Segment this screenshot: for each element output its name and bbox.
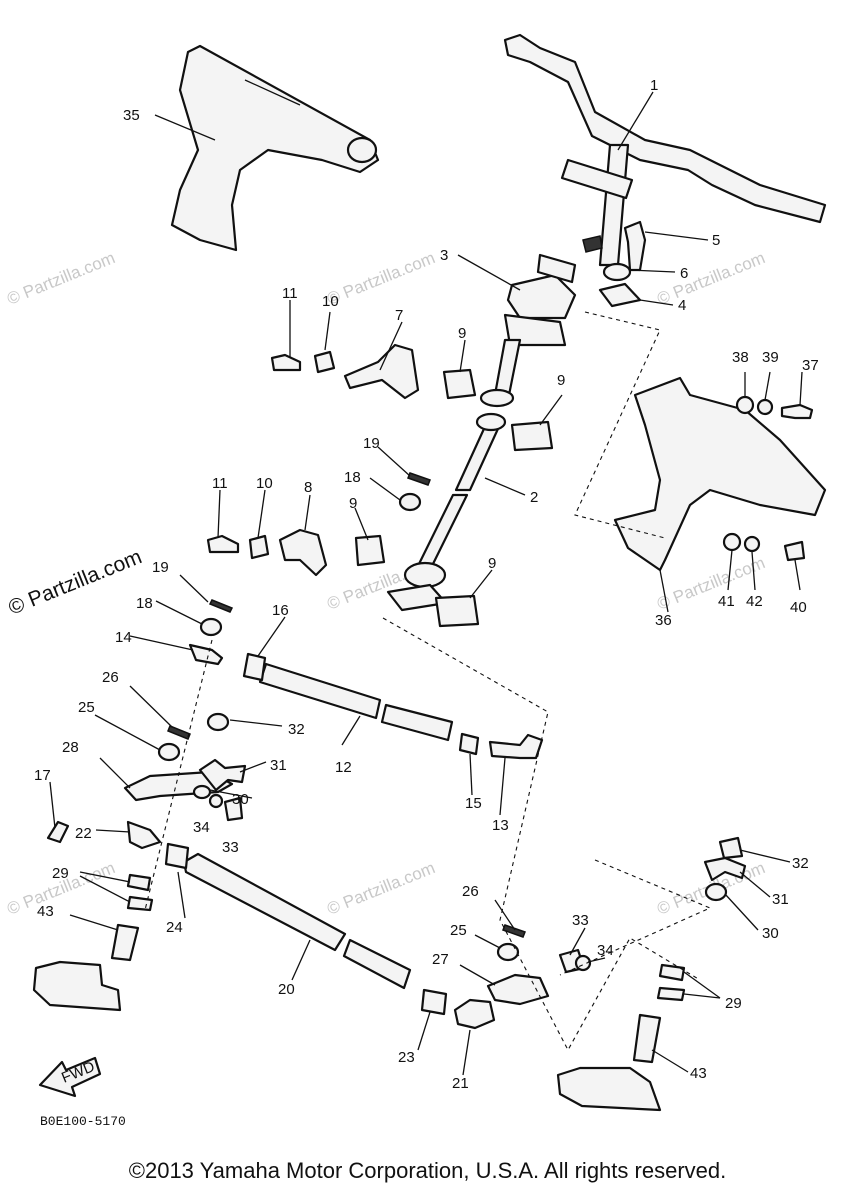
callout-39: 39 xyxy=(762,349,779,366)
callout-23: 23 xyxy=(398,1049,415,1066)
callout-24: 24 xyxy=(166,919,183,936)
callout-30: 30 xyxy=(232,791,249,808)
leader-lines xyxy=(49,91,803,1076)
callout-19: 19 xyxy=(152,559,169,576)
callout-18: 18 xyxy=(344,469,361,486)
part-steering-column xyxy=(386,338,522,612)
watermark-large: © Partzilla.com xyxy=(5,545,145,619)
part-cover-hardware xyxy=(722,395,814,562)
part-brackets xyxy=(278,343,420,577)
callout-43: 43 xyxy=(37,903,54,920)
forward-arrow: FWD xyxy=(38,1056,102,1098)
part-upper-holder xyxy=(503,253,577,347)
copyright-notice: ©2013 Yamaha Motor Corporation, U.S.A. A… xyxy=(128,1158,727,1183)
watermark: © Partzilla.com xyxy=(324,248,437,309)
callout-22: 22 xyxy=(75,825,92,842)
callouts: 1 2 3 4 5 6 7 8 9 9 9 9 10 10 11 11 12 1… xyxy=(34,77,819,1092)
callout-11: 11 xyxy=(212,475,228,492)
callout-25: 25 xyxy=(78,699,95,716)
callout-9: 9 xyxy=(488,555,496,572)
watermark: © Partzilla.com xyxy=(654,248,767,309)
callout-4: 4 xyxy=(678,297,686,314)
part-column-cover xyxy=(613,376,827,572)
callout-8: 8 xyxy=(304,479,312,496)
callout-34: 34 xyxy=(597,942,614,959)
callout-20: 20 xyxy=(278,981,295,998)
callout-1: 1 xyxy=(650,77,658,94)
callout-15: 15 xyxy=(465,795,482,812)
part-bolts-nuts xyxy=(206,350,336,560)
callout-13: 13 xyxy=(492,817,509,834)
callout-31: 31 xyxy=(270,757,287,774)
callout-41: 41 xyxy=(718,593,735,610)
callout-19: 19 xyxy=(363,435,380,452)
part-right-hardware xyxy=(486,836,747,1006)
callout-9: 9 xyxy=(458,325,466,342)
callout-9: 9 xyxy=(557,372,565,389)
callout-42: 42 xyxy=(746,593,763,610)
callout-25: 25 xyxy=(450,922,467,939)
callout-3: 3 xyxy=(440,247,448,264)
callout-5: 5 xyxy=(712,232,720,249)
callout-32: 32 xyxy=(288,721,305,738)
callout-30: 30 xyxy=(762,925,779,942)
callout-14: 14 xyxy=(115,629,132,646)
callout-33: 33 xyxy=(222,839,239,856)
callout-7: 7 xyxy=(395,307,403,324)
callout-36: 36 xyxy=(655,612,672,629)
callout-26: 26 xyxy=(102,669,119,686)
part-handlebar-cover xyxy=(170,44,380,252)
callout-38: 38 xyxy=(732,349,749,366)
watermark: © Partzilla.com xyxy=(324,858,437,919)
callout-43: 43 xyxy=(690,1065,707,1082)
callout-10: 10 xyxy=(322,293,339,310)
part-knuckle-right xyxy=(556,1013,662,1112)
callout-31: 31 xyxy=(772,891,789,908)
callout-35: 35 xyxy=(123,107,140,124)
callout-40: 40 xyxy=(790,599,807,616)
callout-16: 16 xyxy=(272,602,289,619)
part-nuts-pins xyxy=(199,472,431,637)
callout-27: 27 xyxy=(432,951,449,968)
part-handlebar xyxy=(503,33,827,267)
callout-9: 9 xyxy=(349,495,357,512)
callout-12: 12 xyxy=(335,759,352,776)
callout-6: 6 xyxy=(680,265,688,282)
callout-18: 18 xyxy=(136,595,153,612)
callout-10: 10 xyxy=(256,475,273,492)
watermarks: © Partzilla.com © Partzilla.com © Partzi… xyxy=(4,248,767,919)
part-bushings xyxy=(354,368,554,628)
callout-29: 29 xyxy=(725,995,742,1012)
drawing-code: B0E100-5170 xyxy=(40,1114,126,1129)
callout-33: 33 xyxy=(572,912,589,929)
watermark: © Partzilla.com xyxy=(4,248,117,309)
part-arms-upper xyxy=(46,712,247,850)
part-clamp-bolts xyxy=(582,220,647,308)
callout-2: 2 xyxy=(530,489,538,506)
alignment-lines xyxy=(144,311,712,1052)
part-tie-rod-upper xyxy=(188,643,544,760)
part-knuckle-left xyxy=(32,873,154,1012)
callout-28: 28 xyxy=(62,739,79,756)
callout-34: 34 xyxy=(193,819,210,836)
callout-32: 32 xyxy=(792,855,809,872)
callout-21: 21 xyxy=(452,1075,469,1092)
callout-17: 17 xyxy=(34,767,51,784)
part-tie-rod-lower xyxy=(164,842,496,1030)
callout-29: 29 xyxy=(52,865,69,882)
callout-26: 26 xyxy=(462,883,479,900)
callout-11: 11 xyxy=(282,285,298,302)
callout-37: 37 xyxy=(802,357,819,374)
